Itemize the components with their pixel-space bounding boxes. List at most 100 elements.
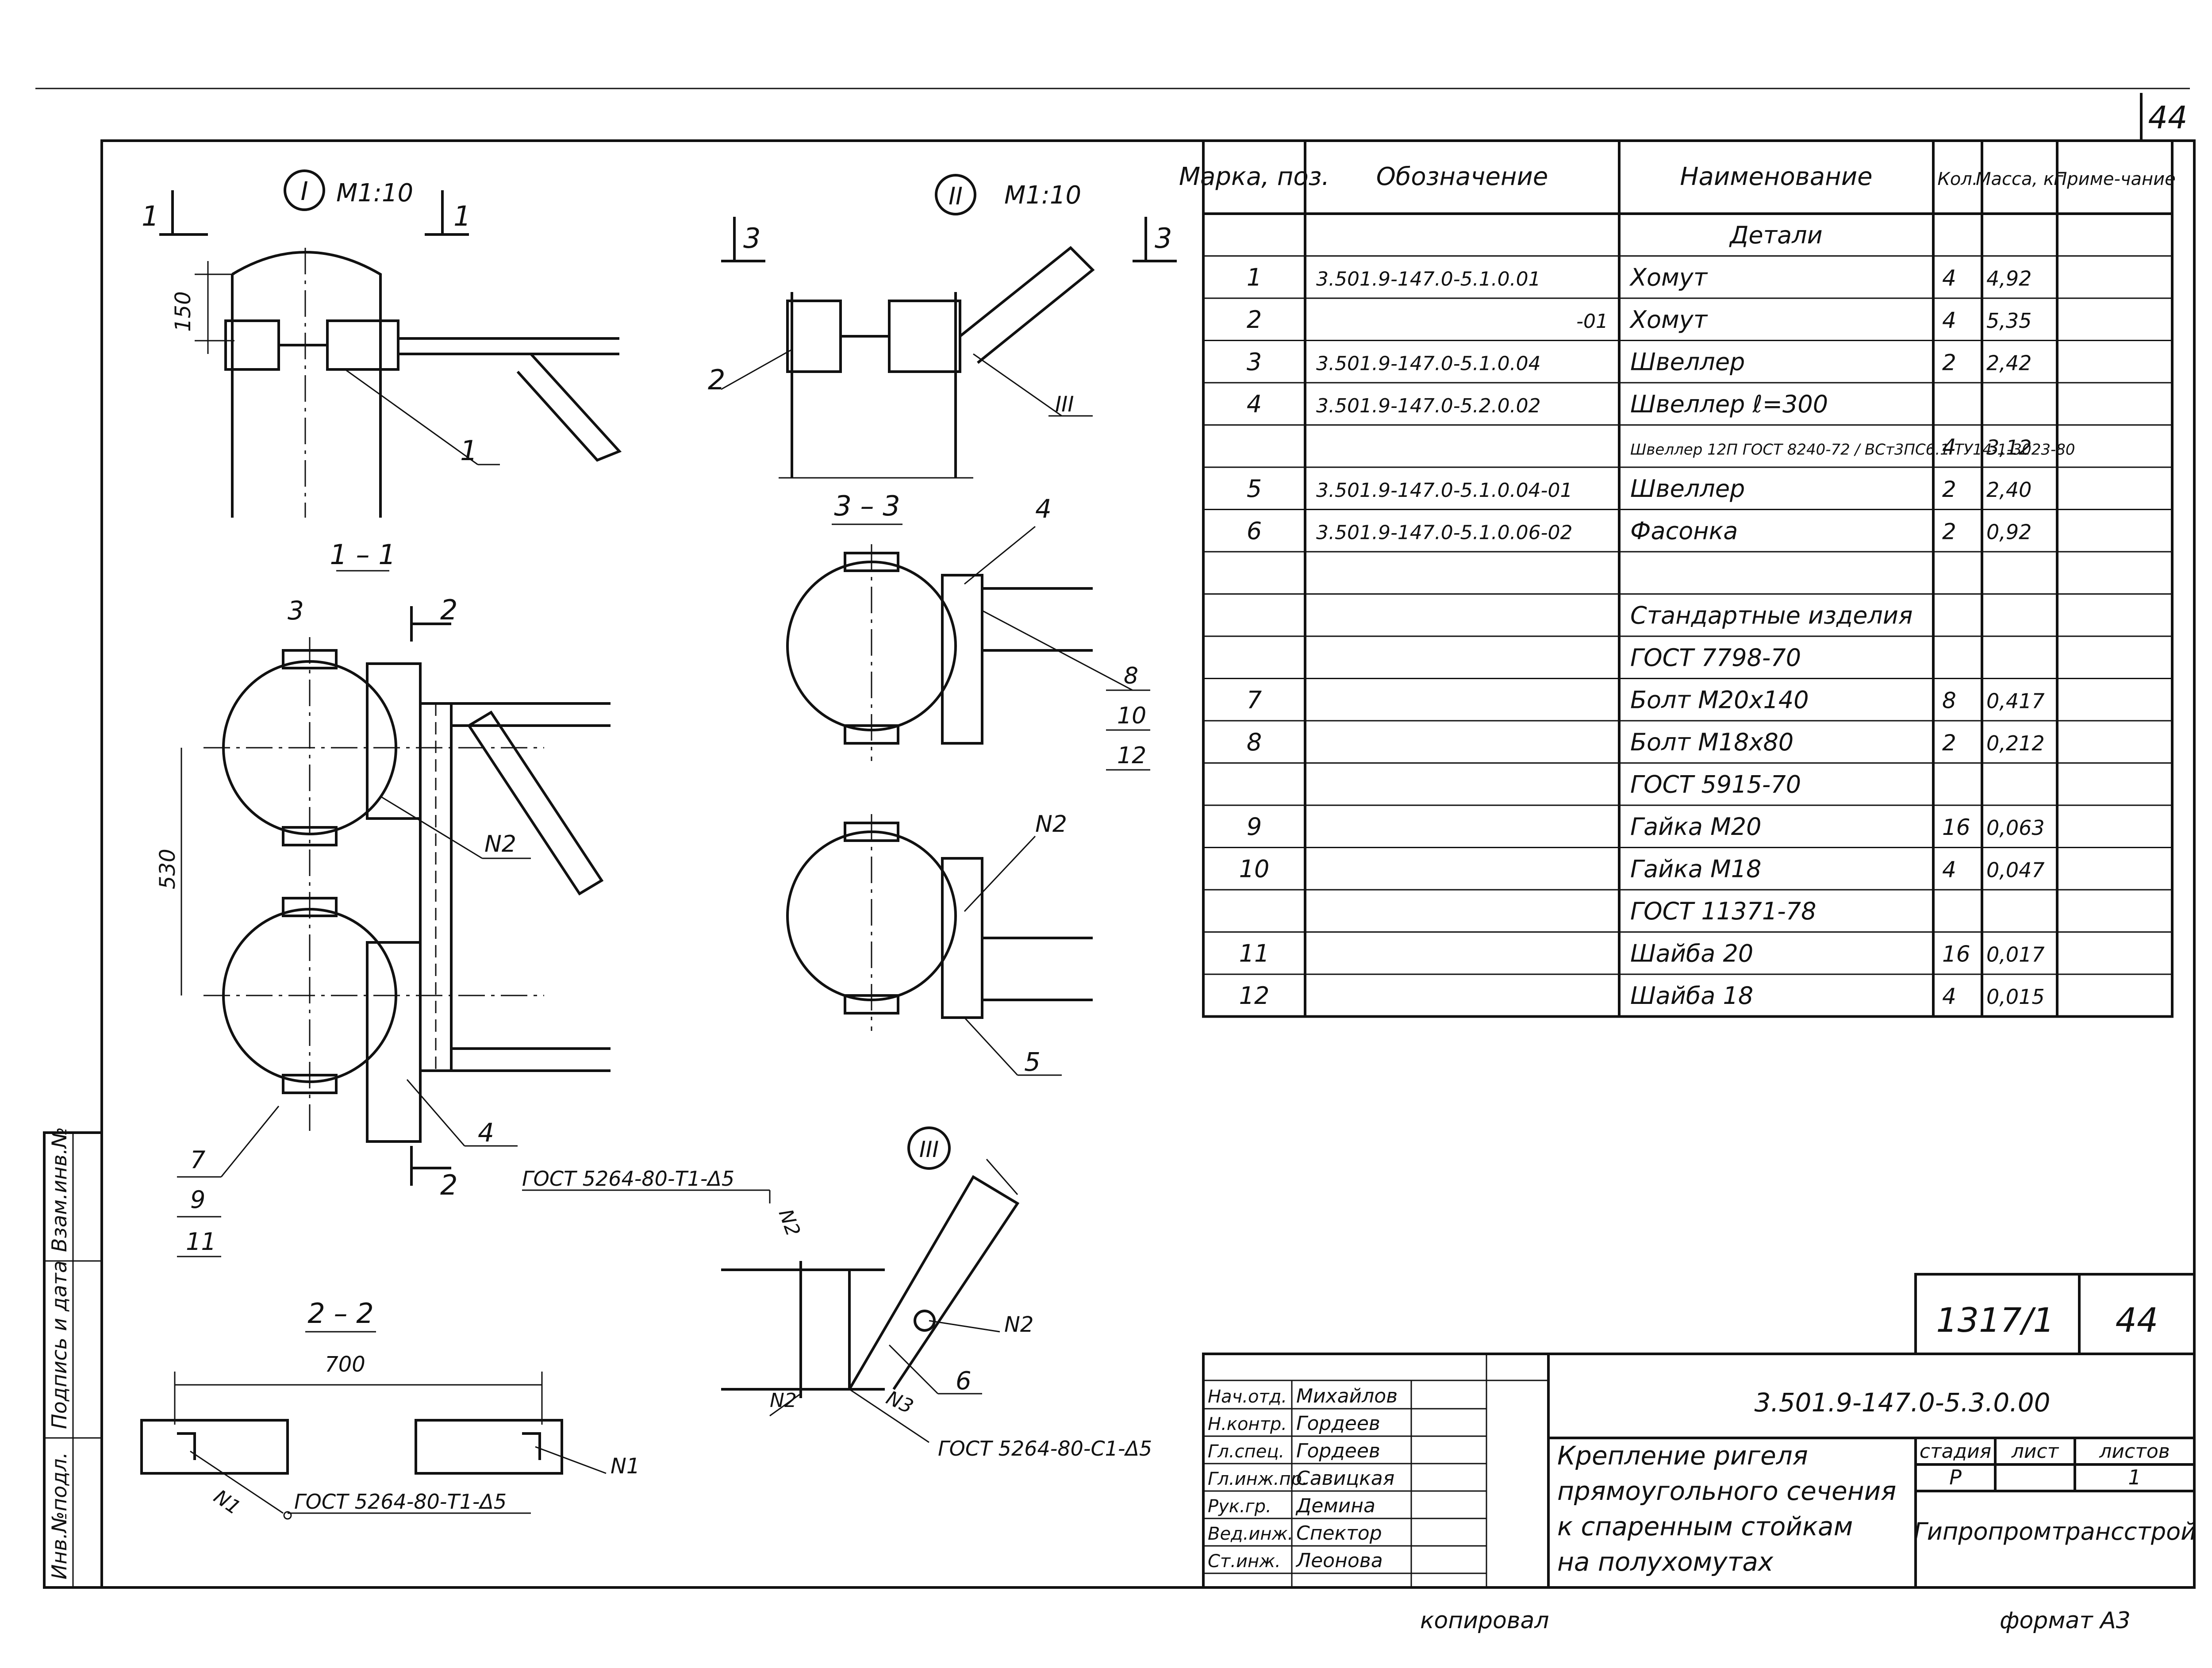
spec-cell-name: Шайба 20: [1630, 939, 1753, 967]
spec-cell-name: Швеллер 12П ГОСТ 8240-72 / ВСт3ПС6.1 ТУ1…: [1630, 441, 2075, 458]
section-1-1: 1 – 1 3 2 2 530 N2: [155, 538, 611, 1257]
spec-cell-name: ГОСТ 11371-78: [1630, 897, 1816, 925]
section-3-3-callout-4: 4: [1035, 494, 1052, 524]
spec-cell-qty: 2: [1942, 477, 1956, 502]
spec-cell-name: Болт М20х140: [1630, 686, 1809, 714]
section-1-1-callout-4: 4: [478, 1118, 494, 1148]
spec-cell-name: Швеллер: [1630, 348, 1745, 376]
signer-name: Гордеев: [1296, 1412, 1380, 1435]
spec-cell-qty: 2: [1942, 519, 1956, 544]
section-1-1-cut-bottom: 2: [440, 1169, 457, 1201]
view-1-scale: М1:10: [336, 179, 413, 208]
drawing-title-line-1: Крепление ригеля: [1557, 1441, 1808, 1471]
signer-role: Н.контр.: [1208, 1414, 1287, 1434]
signer-role: Рук.гр.: [1208, 1496, 1271, 1517]
view-2-numeral: II: [949, 182, 963, 210]
spec-header-qty: Кол.: [1937, 169, 1978, 189]
signer-name: Демина: [1295, 1495, 1375, 1517]
view-2-callout-2: 2: [708, 364, 725, 396]
spec-cell-pos: 9: [1247, 813, 1262, 841]
signer-role: Ст.инж.: [1208, 1551, 1281, 1572]
detail-3: III ГОСТ 5264-80-Т1-Δ5 N2 N2 N2 N3 6 ГОС…: [522, 1126, 1152, 1460]
organization-name: Гипропромтрансстрой: [1914, 1518, 2197, 1545]
spec-cell-mass: 0,92: [1986, 520, 2032, 544]
spec-cell-code: 3.501.9-147.0-5.1.0.04-01: [1316, 479, 1572, 502]
signer-role: Нач.отд.: [1208, 1387, 1287, 1407]
view-2-cut-left: 3: [743, 222, 760, 254]
spec-cell-qty: 4: [1942, 984, 1956, 1009]
view-1-dim-150: 150: [171, 291, 196, 332]
spec-cell-mass: 0,063: [1986, 816, 2045, 840]
section-2-2-dim-700: 700: [325, 1352, 365, 1377]
view-1: I М1:10 1 1 150 1: [142, 169, 622, 518]
detail-3-callout-6: 6: [956, 1367, 972, 1395]
spec-cell-code: 3.501.9-147.0-5.1.0.06-02: [1316, 521, 1572, 544]
copied-by-label: копировал: [1420, 1607, 1549, 1634]
section-1-1-title: 1 – 1: [330, 538, 396, 571]
section-1-1-callout-7: 7: [190, 1146, 205, 1174]
spec-cell-mass: 4,92: [1986, 266, 2032, 290]
spec-cell-pos: 3: [1247, 348, 1262, 376]
signer-role: Гл.инж.пр.: [1208, 1469, 1308, 1489]
side-stamp-sign: Подпись и дата: [47, 1261, 71, 1429]
spec-cell-qty: 16: [1942, 941, 1970, 967]
view-1-cut-left: 1: [142, 200, 159, 232]
spec-cell-pos: 4: [1247, 390, 1262, 418]
spec-header-pos: Марка, поз.: [1179, 162, 1329, 191]
signer-name: Спектор: [1296, 1522, 1382, 1545]
spec-cell-name: Швеллер ℓ=300: [1630, 390, 1828, 418]
detail-3-numeral: III: [919, 1137, 939, 1162]
spec-cell-name: Фасонка: [1630, 517, 1738, 545]
detail-3-n2-top: N2: [774, 1206, 805, 1239]
signers-list: Нач.отд.МихайловН.контр.ГордеевГл.спец.Г…: [1203, 1385, 1486, 1574]
section-1-1-weld: N2: [484, 831, 516, 857]
detail-3-gost-top: ГОСТ 5264-80-Т1-Δ5: [522, 1167, 734, 1191]
spec-header-mass: Масса, кг: [1976, 169, 2064, 189]
spec-cell-code: 3.501.9-147.0-5.2.0.02: [1316, 395, 1541, 417]
section-2-2-title: 2 – 2: [307, 1297, 373, 1330]
section-1-1-cut-top: 2: [440, 594, 457, 626]
spec-cell-mass: 2,40: [1986, 478, 2032, 502]
section-3-3-weld: N2: [1035, 811, 1067, 838]
sheet-label: лист: [2011, 1440, 2059, 1463]
spec-cell-pos: 1: [1247, 263, 1262, 291]
spec-cell-name: ГОСТ 7798-70: [1630, 644, 1801, 672]
album-number: 1317/1: [1936, 1300, 2054, 1340]
detail-3-n2-left: N2: [770, 1389, 797, 1412]
title-block: 1317/1 44 Нач.отд.МихайловН.контр.Гордее…: [1202, 1273, 2197, 1589]
spec-cell-mass: 0,417: [1986, 689, 2045, 713]
detail-3-n2-right: N2: [1004, 1312, 1033, 1337]
spec-cell-name: Болт М18х80: [1630, 728, 1793, 756]
spec-cell-name: Шайба 18: [1630, 982, 1753, 1010]
view-2-cut-right: 3: [1155, 222, 1172, 254]
side-stamp: Инв.№подл. Подпись и дата Взам.инв.№: [43, 1127, 103, 1589]
signer-name: Гордеев: [1296, 1440, 1380, 1462]
signer-name: Михайлов: [1296, 1385, 1398, 1407]
spec-cell-pos: 10: [1239, 855, 1270, 883]
stage-label: стадия: [1920, 1440, 1991, 1463]
section-3-3-callout-8: 8: [1124, 663, 1138, 689]
frame: 44: [35, 88, 2196, 1589]
signer-role: Гл.спец.: [1208, 1441, 1284, 1462]
section-2-2-weld-left: N1: [210, 1485, 245, 1519]
spec-cell-name: Гайка М18: [1630, 855, 1761, 883]
spec-cell-name: Стандартные изделия: [1630, 601, 1913, 629]
section-2-2-weld-right: N1: [611, 1454, 640, 1479]
spec-cell-pos: 12: [1239, 982, 1270, 1010]
spec-cell-qty: 4: [1942, 265, 1956, 291]
section-2-2: 2 – 2 700 N1 N1 ГОСТ 5264-80-Т1-Δ5: [140, 1297, 640, 1520]
drawing-title-line-4: на полухомутах: [1557, 1547, 1774, 1577]
spec-cell-qty: 2: [1942, 730, 1956, 756]
signer-role: Вед.инж.: [1208, 1524, 1293, 1544]
spec-cell-name: Гайка М20: [1630, 813, 1761, 841]
detail-3-gost-bottom: ГОСТ 5264-80-С1-Δ5: [938, 1437, 1152, 1460]
view-2-callout-3: III: [1055, 392, 1074, 417]
spec-cell-qty: 4: [1942, 307, 1956, 333]
spec-cell-mass: 3,12: [1986, 435, 2032, 459]
spec-cell-pos: 11: [1239, 939, 1270, 967]
drawing-title-line-3: к спаренным стойкам: [1557, 1511, 1853, 1541]
spec-cell-mass: 2,42: [1986, 351, 2032, 375]
drawing-title-line-2: прямоугольного сечения: [1557, 1476, 1896, 1506]
view-1-cut-right: 1: [453, 200, 471, 232]
